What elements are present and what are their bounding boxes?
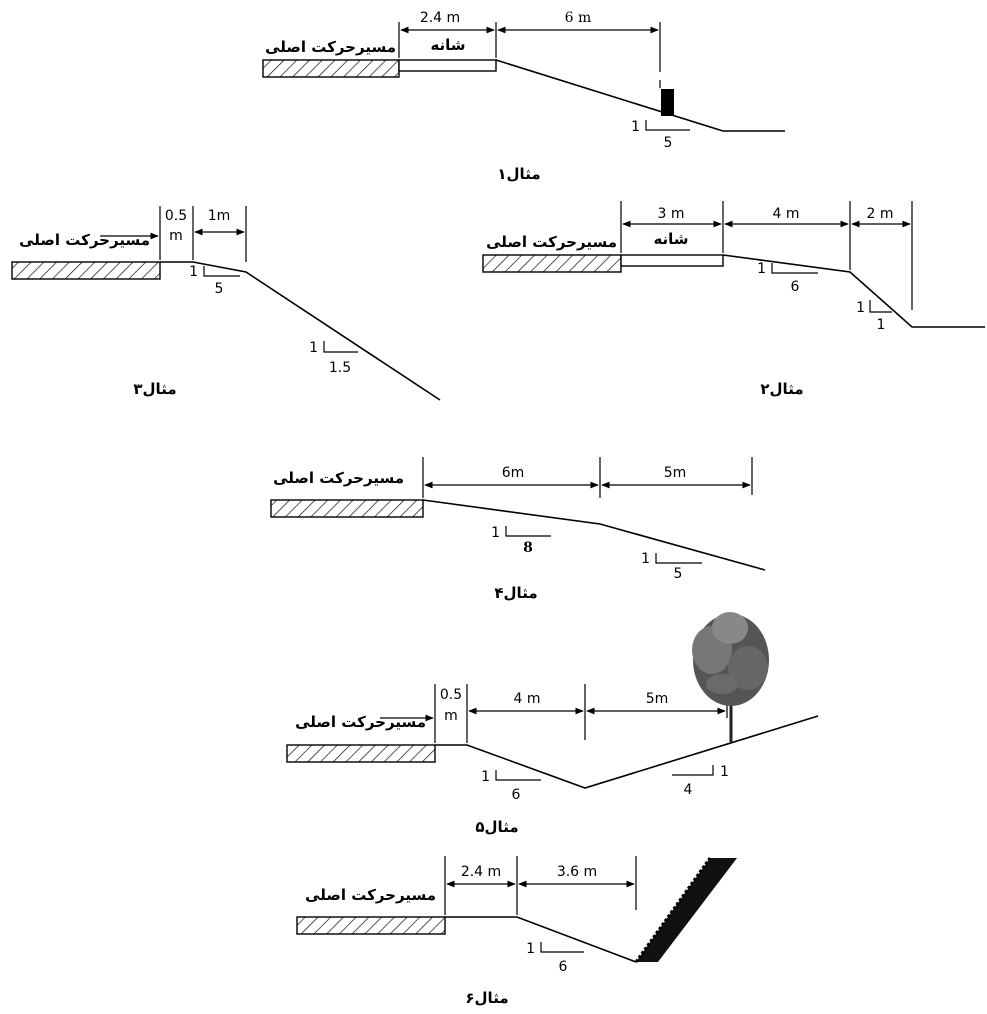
slope-2-run: 1.5 xyxy=(329,360,351,376)
slope-rise: 1 xyxy=(526,941,535,957)
slope-2-run: 1 xyxy=(877,317,886,333)
ground-profile xyxy=(422,499,766,571)
slope-1-rise: 1 xyxy=(491,525,500,541)
main-road-label: مسیرحرکت اصلی xyxy=(19,231,150,249)
ground-profile xyxy=(445,916,637,963)
example-1-caption: مثال۱ xyxy=(497,165,540,183)
slope-2-run: 5 xyxy=(674,566,683,582)
slope-2-rise: 1 xyxy=(641,551,650,567)
slope-2-run: 4 xyxy=(684,782,693,798)
main-road-label: مسیرحرکت اصلی xyxy=(273,469,404,487)
dim-slope-2-width: 2 m xyxy=(867,206,894,222)
slope-1-rise: 1 xyxy=(481,769,490,785)
example-5: مسیرحرکت اصلی 0.5 m 4 m 5m 1 6 1 4 مثال۵ xyxy=(286,612,819,836)
slope-1-run: 6 xyxy=(512,787,521,803)
example-2-caption: مثال۲ xyxy=(760,380,803,398)
shoulder-strip xyxy=(620,254,724,267)
dim-offset-value: 0.5 xyxy=(440,687,462,703)
slope-1-rise: 1 xyxy=(757,261,766,277)
example-3-caption: مثال۳ xyxy=(133,380,176,398)
rock-cut-wall xyxy=(636,858,737,962)
tree-icon xyxy=(692,612,769,742)
main-road-label: مسیرحرکت اصلی xyxy=(305,886,436,904)
example-5-caption: مثال۵ xyxy=(475,818,518,836)
obstacle-post xyxy=(661,89,674,116)
example-1: مسیرحرکت اصلی شانه 2.4 m 6 m 1 5 مثال۱ xyxy=(262,10,785,183)
main-road-label: مسیرحرکت اصلی xyxy=(486,233,617,251)
main-road-label: مسیرحرکت اصلی xyxy=(265,38,396,56)
dim-clear-zone: 6 m xyxy=(565,10,592,26)
ground-profile xyxy=(495,59,785,132)
example-6: مسیرحرکت اصلی 2.4 m 3.6 m 1 6 مثال۶ xyxy=(296,856,737,1007)
example-6-caption: مثال۶ xyxy=(465,989,508,1007)
dim-slope-1-width: 6m xyxy=(502,465,525,481)
example-2: مسیرحرکت اصلی شانه 3 m 4 m 2 m 1 6 1 1 م… xyxy=(482,201,985,398)
slope-1-rise: 1 xyxy=(189,264,198,280)
slope-2-rise: 1 xyxy=(856,300,865,316)
ground-profile xyxy=(160,261,441,401)
shoulder-label: شانه xyxy=(653,230,688,248)
dim-slope-1-width: 4 m xyxy=(773,206,800,222)
slope-2-rise: 1 xyxy=(720,764,729,780)
dim-shoulder-width: 3 m xyxy=(658,206,685,222)
main-road-pavement xyxy=(262,59,400,78)
example-3: مسیرحرکت اصلی 0.5 m 1m 1 5 1 1.5 مثال۳ xyxy=(11,206,441,401)
main-road-pavement xyxy=(11,261,161,280)
main-road-pavement xyxy=(296,916,446,935)
slope-rise: 1 xyxy=(631,119,640,135)
dim-offset-unit: m xyxy=(169,228,183,244)
ground-profile xyxy=(435,715,819,789)
slope-1-run: 8 xyxy=(523,540,533,556)
example-4: مسیرحرکت اصلی 6m 5m 1 8 1 5 مثال۴ xyxy=(270,457,766,602)
shoulder-label: شانه xyxy=(430,36,465,54)
slope-run: 5 xyxy=(664,135,673,151)
ground-profile xyxy=(722,254,985,328)
slope-2-rise: 1 xyxy=(309,340,318,356)
main-road-pavement xyxy=(270,499,424,518)
dim-clear-width: 3.6 m xyxy=(557,864,597,880)
dim-shoulder-width: 2.4 m xyxy=(461,864,501,880)
dim-shoulder-width: 2.4 m xyxy=(420,10,460,26)
dim-foreslope-width: 4 m xyxy=(514,691,541,707)
dim-backslope-width: 5m xyxy=(646,691,669,707)
slope-1-run: 6 xyxy=(791,279,800,295)
slope-run: 6 xyxy=(559,959,568,975)
dim-slope-2-width: 5m xyxy=(664,465,687,481)
main-road-pavement xyxy=(286,744,436,763)
main-road-pavement xyxy=(482,254,622,273)
main-road-label: مسیرحرکت اصلی xyxy=(295,713,426,731)
dim-flat-width: 1m xyxy=(208,208,231,224)
dim-offset-value: 0.5 xyxy=(165,208,187,224)
example-4-caption: مثال۴ xyxy=(494,584,537,602)
shoulder-strip xyxy=(398,59,497,72)
dim-offset-unit: m xyxy=(444,708,458,724)
slope-1-run: 5 xyxy=(215,281,224,297)
